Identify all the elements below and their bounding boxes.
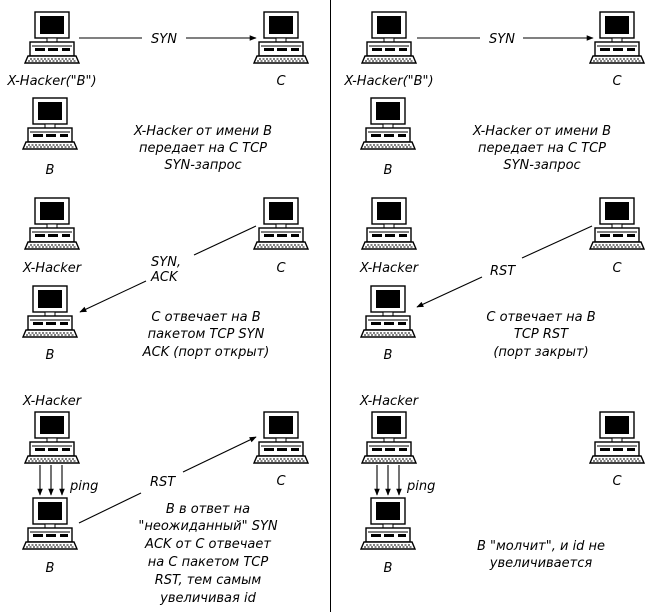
computer-icon-attacker [361, 197, 417, 250]
computer-icon-target [589, 11, 645, 64]
computer-icon-bystander [360, 97, 416, 150]
caption-line: увеличивая id [159, 591, 256, 606]
target-label: C [276, 261, 286, 276]
caption-line: B "молчит", и id не [477, 539, 605, 554]
computer-icon-bystander [360, 285, 416, 338]
left-step3: X-Hacker C ping B RST B в ответ на "неож… [22, 394, 309, 606]
rst-label: RST [150, 475, 176, 490]
caption-line: увеличивается [489, 556, 593, 571]
ping-label: ping [406, 479, 435, 494]
caption-line: пакетом TCP SYN [148, 327, 265, 342]
caption-line: TCP RST [514, 327, 569, 342]
bystander-label: B [46, 561, 55, 576]
bystander-label: B [384, 163, 393, 178]
bystander-label: B [384, 561, 393, 576]
left-step2: X-Hacker C B SYN, ACK C отвечает на B па… [22, 197, 309, 363]
caption-line: X-Hacker от имени B [472, 124, 611, 139]
rst-label: RST [490, 264, 516, 279]
computer-icon-bystander [22, 497, 78, 550]
caption-line: ACK от C отвечает [144, 537, 271, 552]
attacker-label: X-Hacker [22, 261, 83, 276]
bystander-label: B [384, 348, 393, 363]
rst-arrow [182, 436, 257, 473]
syn-ack-arrow [79, 280, 147, 313]
syn-arrow-label: SYN [151, 32, 177, 47]
attacker-label: X-Hacker [359, 394, 420, 409]
left-step1: X-Hacker("B") C SYN B X-Hacker от имени … [6, 11, 309, 178]
right-step3: X-Hacker C ping B B "молчит", и id не ув… [359, 394, 645, 576]
computer-icon-attacker [24, 11, 80, 64]
caption-line: (порт закрыт) [493, 345, 588, 360]
right-step1: X-Hacker("B") C SYN B X-Hacker от имени … [343, 11, 645, 178]
bystander-label: B [46, 163, 55, 178]
computer-icon-attacker [24, 197, 80, 250]
syn-ack-arrow-segment [193, 225, 257, 256]
caption-line: C отвечает на B [151, 310, 260, 325]
caption-line: SYN-запрос [164, 158, 241, 173]
rst-arrow [416, 276, 483, 308]
target-label: C [612, 474, 622, 489]
computer-icon-attacker [24, 411, 80, 464]
caption-line: передает на C TCP [478, 141, 606, 156]
caption-line: ACK (порт открыт) [142, 345, 270, 360]
computer-icon-attacker [361, 411, 417, 464]
caption-line: SYN-запрос [503, 158, 580, 173]
computer-icon-target [589, 197, 645, 250]
target-label: C [276, 474, 286, 489]
attacker-label: X-Hacker("B") [343, 74, 433, 89]
caption-line: RST, тем самым [155, 573, 262, 588]
bystander-label: B [46, 348, 55, 363]
attacker-label: X-Hacker [22, 394, 83, 409]
computer-icon-bystander [22, 97, 78, 150]
caption-line: B в ответ на [166, 502, 250, 517]
syn-ack-label: SYN, [151, 255, 181, 270]
syn-ack-label: ACK [150, 270, 179, 285]
caption-line: "неожиданный" SYN [138, 519, 278, 534]
computer-icon-target [253, 411, 309, 464]
right-step2: X-Hacker C B RST C отвечает на B TCP RST… [359, 197, 645, 363]
ping-label: ping [69, 479, 98, 494]
target-label: C [612, 261, 622, 276]
computer-icon-bystander [22, 285, 78, 338]
computer-icon-target [253, 197, 309, 250]
caption-line: X-Hacker от имени B [133, 124, 272, 139]
caption-line: передает на C TCP [139, 141, 267, 156]
left-panel: X-Hacker("B") C SYN B X-Hacker от имени … [6, 11, 309, 606]
caption-line: на C пакетом TCP [148, 555, 269, 570]
computer-icon-target [589, 411, 645, 464]
computer-icon-attacker [361, 11, 417, 64]
computer-icon-target [253, 11, 309, 64]
target-label: C [612, 74, 622, 89]
attacker-label: X-Hacker [359, 261, 420, 276]
syn-arrow-label: SYN [489, 32, 515, 47]
caption-line: C отвечает на B [486, 310, 595, 325]
rst-arrow-segment [521, 225, 593, 259]
attacker-label: X-Hacker("B") [6, 74, 96, 89]
computer-icon-bystander [360, 497, 416, 550]
right-panel: X-Hacker("B") C SYN B X-Hacker от имени … [343, 11, 645, 576]
rst-arrow-segment [78, 492, 142, 524]
target-label: C [276, 74, 286, 89]
